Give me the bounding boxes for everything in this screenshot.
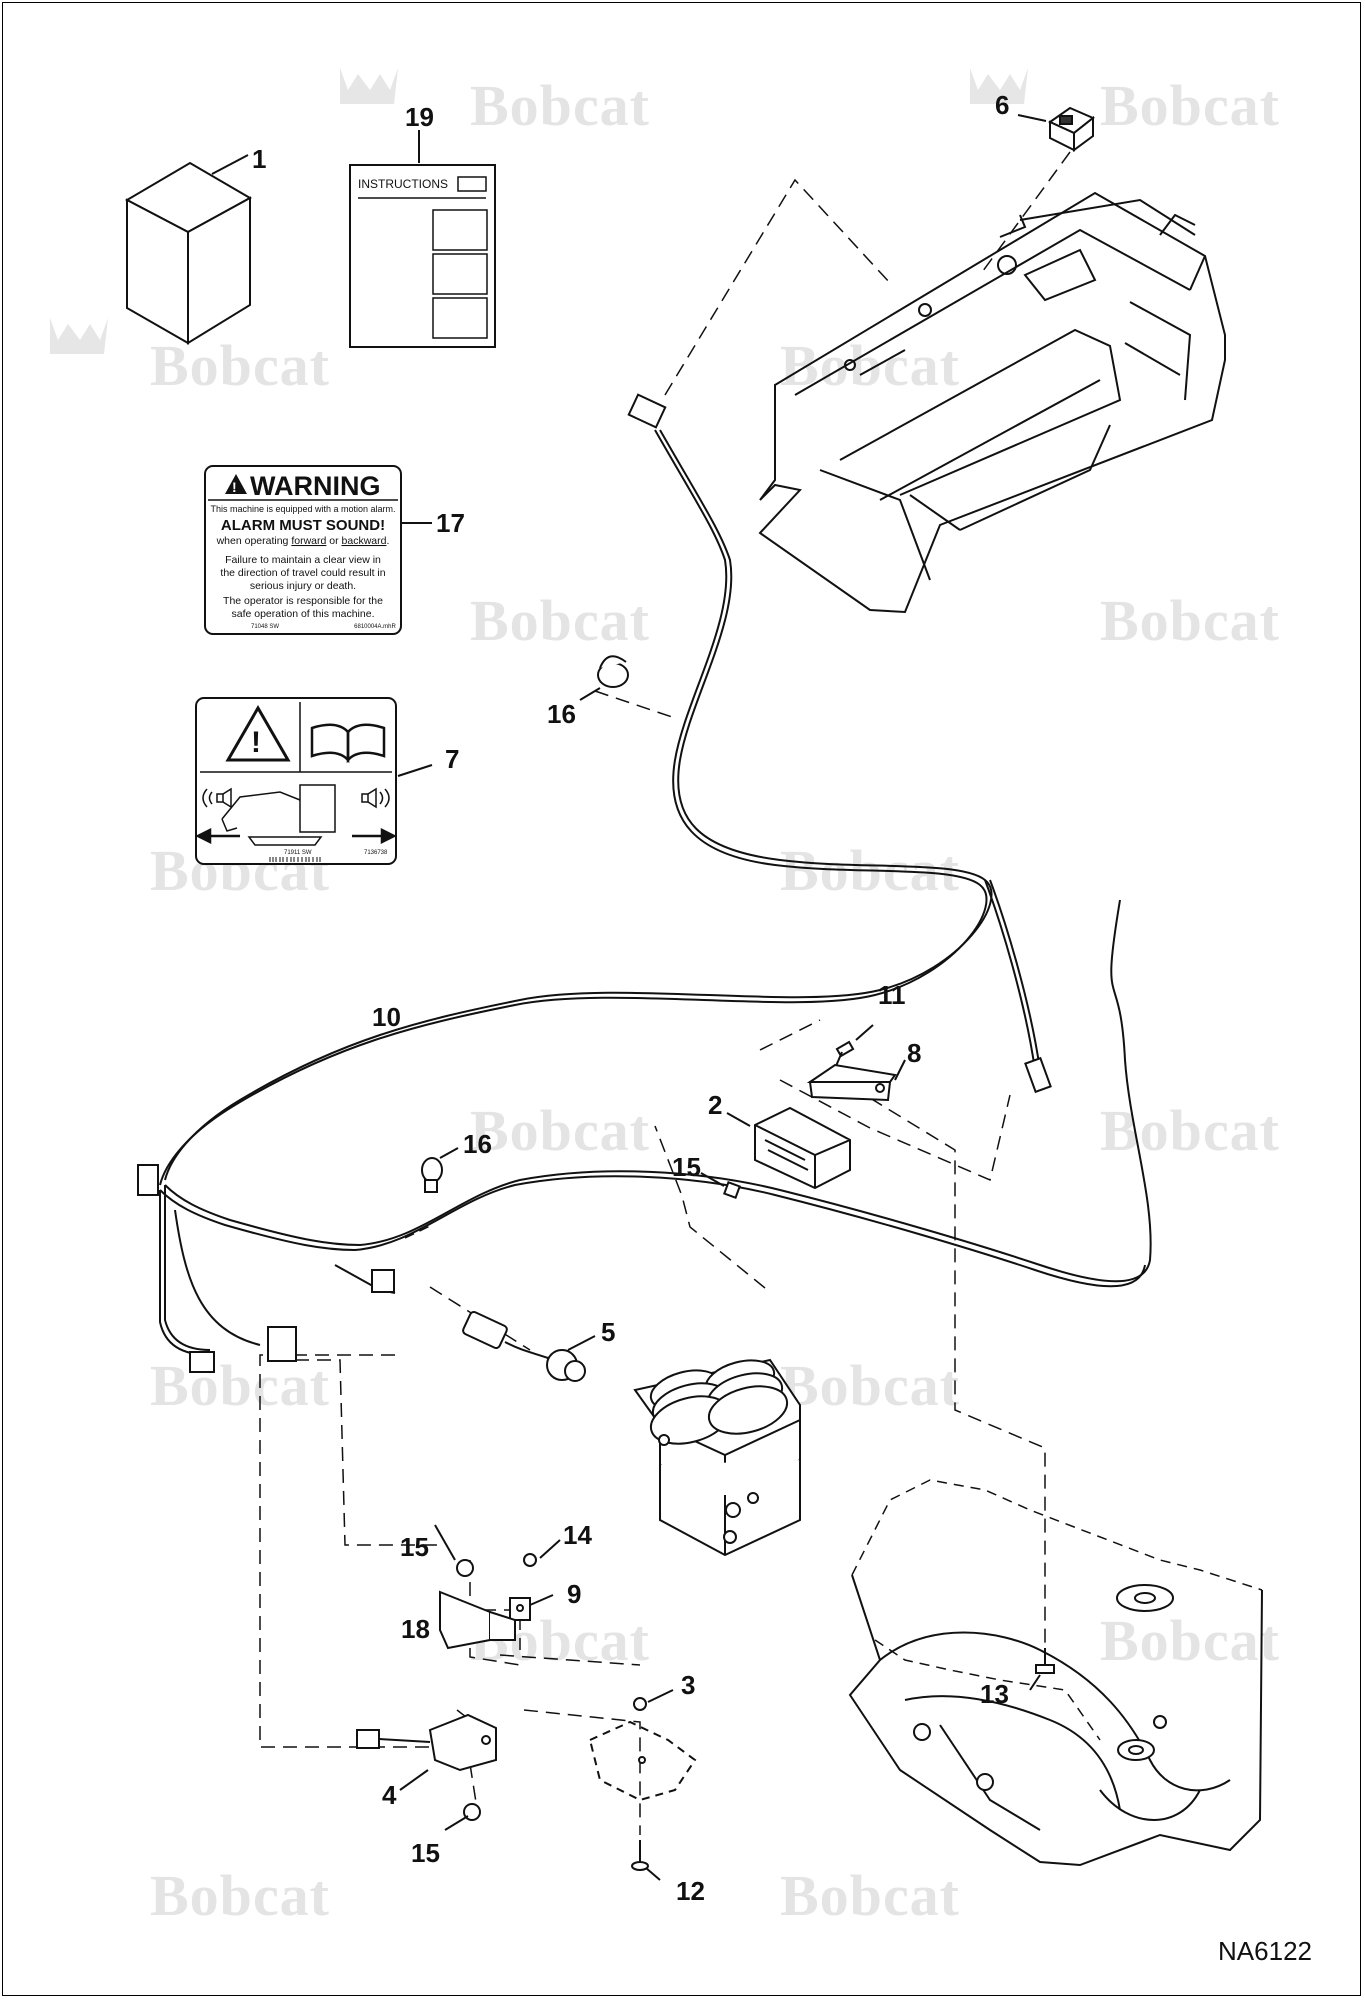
callout-11: 11 [878, 980, 906, 1010]
part-bracket-8 [806, 1063, 897, 1102]
watermark-text: Bobcat [150, 1863, 330, 1928]
figure-reference: NA6122 [1218, 1936, 1312, 1966]
relay-4-connector [356, 1729, 380, 1749]
svg-text:when operating forward or back: when operating forward or backward. [216, 535, 390, 547]
part-bolt-13 [1035, 1648, 1055, 1674]
part-switch-5 [462, 1310, 586, 1382]
svg-text:7136738: 7136738 [364, 850, 388, 856]
floor-plate-bolts [913, 1584, 1174, 1791]
watermark-text: Bobcat [780, 1353, 960, 1418]
callout-18: 18 [401, 1614, 430, 1644]
callout-13: 13 [980, 1679, 1009, 1709]
svg-text:6810004A.mhR: 6810004A.mhR [354, 624, 396, 630]
part-clip-16-lower [421, 1157, 443, 1193]
callout-2: 2 [708, 1090, 722, 1120]
watermark-text: Bobcat [150, 333, 330, 398]
watermark-text: Bobcat [1100, 73, 1280, 138]
callout-labels: 1 19 6 17 7 16 10 11 8 2 15 16 5 15 14 9… [252, 90, 1009, 1906]
part-relay-18 [439, 1590, 491, 1650]
speaker-right-icon [361, 787, 390, 809]
small-parts-lower [356, 1553, 697, 1871]
callout-15-bottom: 15 [411, 1838, 440, 1868]
callout-3: 3 [681, 1670, 695, 1700]
svg-text:71911 SW: 71911 SW [284, 850, 312, 856]
callout-19: 19 [405, 102, 434, 132]
callout-14: 14 [563, 1520, 592, 1550]
part-relay-4 [428, 1713, 497, 1772]
floor-plate [848, 1574, 1263, 1867]
callout-10: 10 [372, 1002, 401, 1032]
svg-text:safe operation of this machine: safe operation of this machine. [231, 608, 374, 620]
instructions-title: INSTRUCTIONS [358, 177, 448, 191]
callout-17: 17 [436, 508, 465, 538]
callout-8: 8 [907, 1038, 921, 1068]
pictorial-decal: ! 71911 SW 7136738 [195, 697, 397, 865]
wiring-harness [159, 429, 1152, 1356]
callout-5: 5 [601, 1317, 615, 1347]
watermark-text: Bobcat [150, 1353, 330, 1418]
watermark-text: Bobcat [470, 73, 650, 138]
part-screw-14 [523, 1553, 537, 1567]
callout-4: 4 [382, 1780, 397, 1810]
watermark-text: Bobcat [470, 1098, 650, 1163]
svg-text:!: ! [232, 479, 237, 495]
floor-plate-dashed [851, 1479, 1263, 1741]
callout-16-lower: 16 [463, 1129, 492, 1159]
warning-decal: ! WARNING This machine is equipped with … [204, 465, 402, 635]
instructions-sheet: INSTRUCTIONS [349, 164, 496, 348]
callout-12: 12 [676, 1876, 705, 1906]
callout-9: 9 [567, 1579, 581, 1609]
part-clip-16-top [597, 655, 629, 688]
part-switch-6 [1047, 106, 1095, 152]
callout-7: 7 [445, 744, 459, 774]
watermark-layer: Bobcat Bobcat Bobcat Bobcat Bobcat Bobca… [50, 68, 1280, 1928]
watermark-text: Bobcat [1100, 1098, 1280, 1163]
callout-leaders [399, 1224, 1041, 1881]
excavator-icon [221, 784, 336, 846]
svg-text:ALARM MUST SOUND!: ALARM MUST SOUND! [221, 517, 385, 534]
speaker-left-icon [202, 787, 232, 809]
watermark-text: Bobcat [1100, 588, 1280, 653]
callout-16-top: 16 [547, 699, 576, 729]
watermark-text: Bobcat [780, 1863, 960, 1928]
svg-text:The operator is responsible fo: The operator is responsible for the [223, 595, 383, 607]
part-nut-15-mid [456, 1559, 474, 1577]
callout-15-top: 15 [672, 1152, 701, 1182]
watermark-text: Bobcat [1100, 1608, 1280, 1673]
instrument-panel-frame [758, 191, 1226, 614]
svg-text:Failure to maintain a clear vi: Failure to maintain a clear view in [225, 554, 381, 566]
svg-text:71048 SW: 71048 SW [251, 624, 279, 630]
warning-header: WARNING [250, 471, 381, 501]
svg-text:serious injury or death.: serious injury or death. [250, 580, 356, 592]
book-icon [310, 723, 386, 764]
svg-text:This machine is equipped with: This machine is equipped with a motion a… [210, 504, 395, 514]
svg-text:!: ! [251, 726, 261, 759]
callout-1: 1 [252, 144, 266, 174]
svg-text:the direction of travel could: the direction of travel could result in [220, 567, 385, 579]
callout-6: 6 [995, 90, 1009, 120]
control-valve-block [633, 1358, 801, 1557]
leader-lines [259, 151, 1071, 1835]
watermark-text: Bobcat [470, 588, 650, 653]
part-alarm-2 [754, 1106, 851, 1190]
harness-connectors [137, 393, 1052, 1373]
callout-15-mid: 15 [400, 1532, 429, 1562]
part-nut-15-top [723, 1181, 741, 1199]
part-washer-3 [633, 1697, 647, 1711]
part-box-1 [124, 161, 253, 345]
warning-triangle-icon [225, 704, 291, 762]
